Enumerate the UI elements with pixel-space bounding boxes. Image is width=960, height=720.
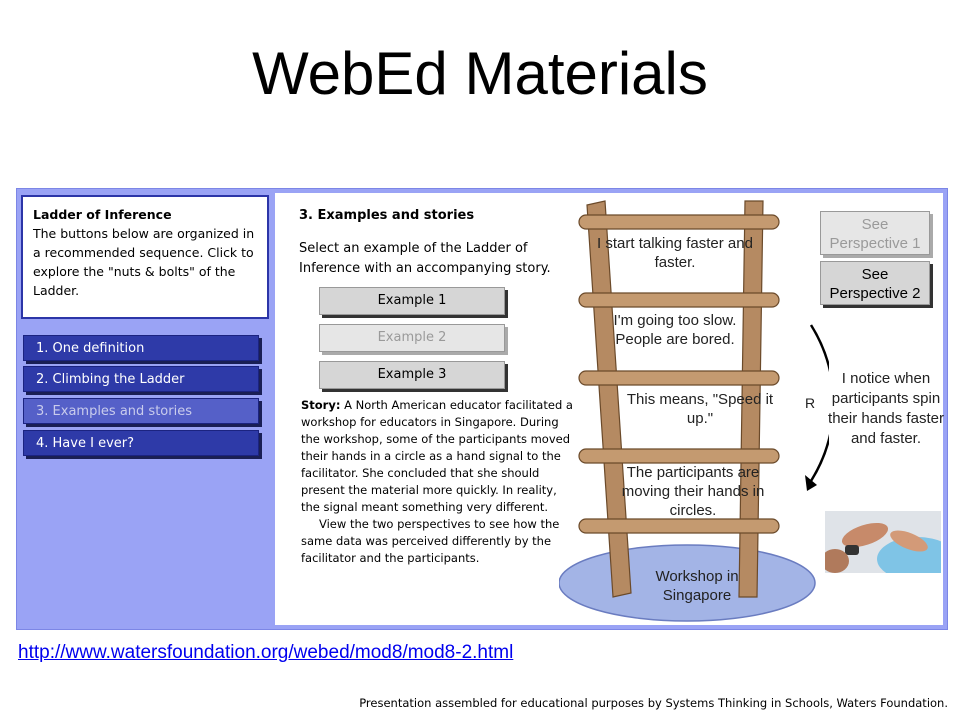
see-perspective-2-button[interactable]: See Perspective 2 — [820, 261, 930, 305]
nav-button-have-i-ever[interactable]: 4. Have I ever? — [23, 430, 259, 456]
section-title: 3. Examples and stories — [299, 208, 475, 223]
content-panel: 3. Examples and stories Select an exampl… — [275, 193, 944, 625]
side-note: I notice when participants spin their ha… — [828, 370, 944, 447]
nav-button-climbing-ladder[interactable]: 2. Climbing the Ladder — [23, 366, 259, 392]
rung-text-action: I start talking faster and faster. — [597, 235, 753, 271]
reflexive-loop-arrowhead — [805, 475, 817, 491]
reflexive-loop-arrow — [809, 324, 829, 482]
nav-button-examples-stories[interactable]: 3. Examples and stories — [23, 398, 259, 424]
ladder-illustration — [559, 200, 829, 622]
ladder-base-label: Workshop in Singapore — [655, 568, 739, 604]
ladder-rungs — [578, 214, 780, 534]
hands-photo — [825, 511, 941, 573]
intro-heading: Ladder of Inference — [33, 207, 172, 222]
intro-box: Ladder of Inference The buttons below ar… — [21, 195, 269, 319]
instructions: Select an example of the Ladder of Infer… — [299, 241, 551, 276]
example-3-button[interactable]: Example 3 — [319, 361, 505, 389]
story-label: Story: — [301, 398, 341, 412]
footer-credit: Presentation assembled for educational p… — [359, 696, 948, 710]
nav-button-one-definition[interactable]: 1. One definition — [23, 335, 259, 361]
story-body: A North American educator facilitated a … — [301, 398, 573, 514]
rung-text-conclusion: I'm going too slow. People are bored. — [613, 312, 737, 348]
story-text: Story: A North American educator facilit… — [301, 397, 573, 567]
reinforcing-loop-label: R — [805, 395, 816, 411]
see-perspective-1-button[interactable]: See Perspective 1 — [820, 211, 930, 255]
source-url-link[interactable]: http://www.watersfoundation.org/webed/mo… — [18, 642, 514, 663]
slide-title: WebEd Materials — [252, 40, 708, 107]
intro-body: The buttons below are organized in a rec… — [33, 226, 255, 298]
story-body-2: View the two perspectives to see how the… — [301, 517, 560, 565]
rung-text-meaning: This means, "Speed it up." — [626, 391, 774, 427]
example-2-button[interactable]: Example 2 — [319, 324, 505, 352]
webed-frame: Ladder of Inference The buttons below ar… — [16, 188, 948, 630]
rung-text-observation: The participants are moving their hands … — [621, 464, 765, 519]
example-1-button[interactable]: Example 1 — [319, 287, 505, 315]
